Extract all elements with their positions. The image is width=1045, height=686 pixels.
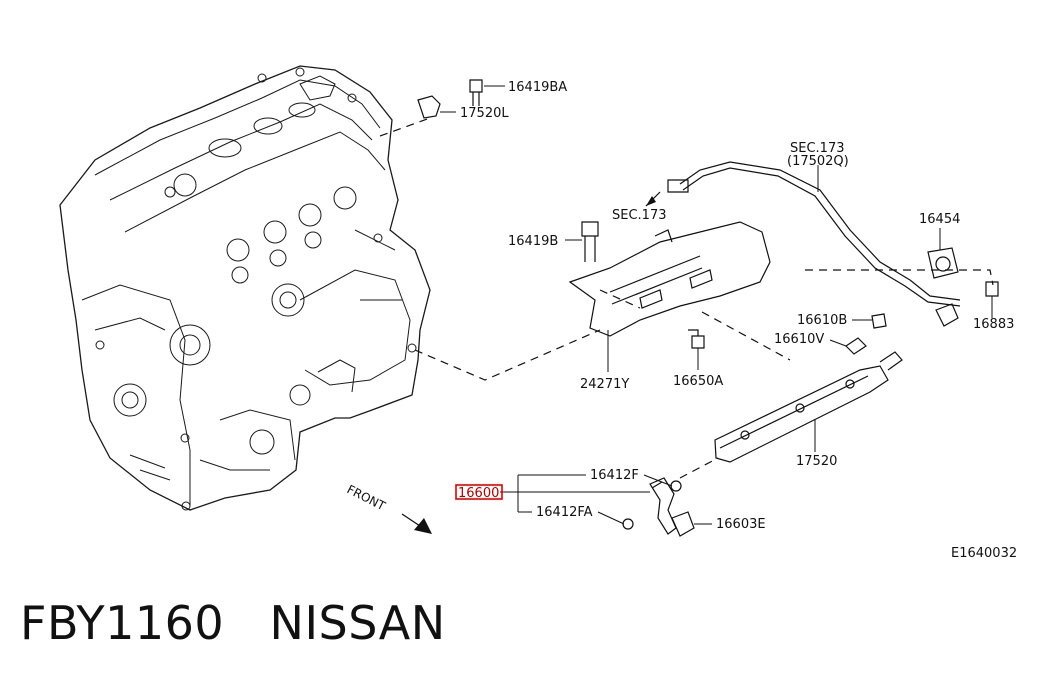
dashed-reference-lines xyxy=(379,117,994,479)
label-16419b[interactable]: 16419B xyxy=(508,234,558,249)
label-16610b[interactable]: 16610B xyxy=(797,313,847,328)
clip-16603e-part xyxy=(671,511,712,537)
label-16600[interactable]: 16600 xyxy=(458,486,499,501)
bolt-16419b-part xyxy=(565,221,599,262)
injector-16600-part xyxy=(649,477,677,535)
oring-16412f-part xyxy=(670,480,682,492)
sec173-arrow xyxy=(645,191,661,207)
label-24271y[interactable]: 24271Y xyxy=(580,377,629,392)
bracket-17520l-part xyxy=(417,95,456,119)
fuel-feed-tube xyxy=(667,161,961,307)
diagram-id: E1640032 xyxy=(951,546,1017,561)
label-17520l[interactable]: 17520L xyxy=(460,106,509,121)
caption-part-number: FBY1160 xyxy=(20,596,225,650)
fuel-rail-17520-part xyxy=(714,351,903,463)
hose-16883-part xyxy=(935,281,999,327)
insulator-16610b-part xyxy=(852,313,887,329)
label-sec173-lower[interactable]: SEC.173 xyxy=(612,208,667,223)
caption-brand: NISSAN xyxy=(269,596,446,650)
label-17520[interactable]: 17520 xyxy=(796,454,837,469)
front-direction-indicator: FRONT xyxy=(345,482,432,534)
label-16650a[interactable]: 16650A xyxy=(673,374,723,389)
highlighted-part-box[interactable] xyxy=(455,484,503,500)
oring-16412fa-part xyxy=(622,518,634,530)
engine-block-illustration xyxy=(59,65,431,511)
injector-callout-leaders xyxy=(500,474,673,525)
clamp-16454-part xyxy=(927,228,959,279)
label-16883[interactable]: 16883 xyxy=(973,317,1014,332)
label-16419ba[interactable]: 16419BA xyxy=(508,80,567,95)
product-caption: FBY1160 NISSAN xyxy=(20,596,446,650)
label-16412fa[interactable]: 16412FA xyxy=(536,505,593,520)
label-16603e[interactable]: 16603E xyxy=(716,517,766,532)
front-label: FRONT xyxy=(345,482,388,513)
label-sec173-upper-sub[interactable]: (17502Q) xyxy=(787,154,849,169)
bolt-16650a-part xyxy=(688,329,705,370)
label-sec173-upper[interactable]: SEC.173 xyxy=(790,141,845,156)
bolt-16419ba-part xyxy=(469,79,505,106)
bracket-24271y-part xyxy=(568,221,771,372)
label-16412f[interactable]: 16412F xyxy=(590,468,639,483)
insulator-16610v-part xyxy=(829,337,867,355)
label-16610v[interactable]: 16610V xyxy=(774,332,824,347)
label-16454[interactable]: 16454 xyxy=(919,212,960,227)
